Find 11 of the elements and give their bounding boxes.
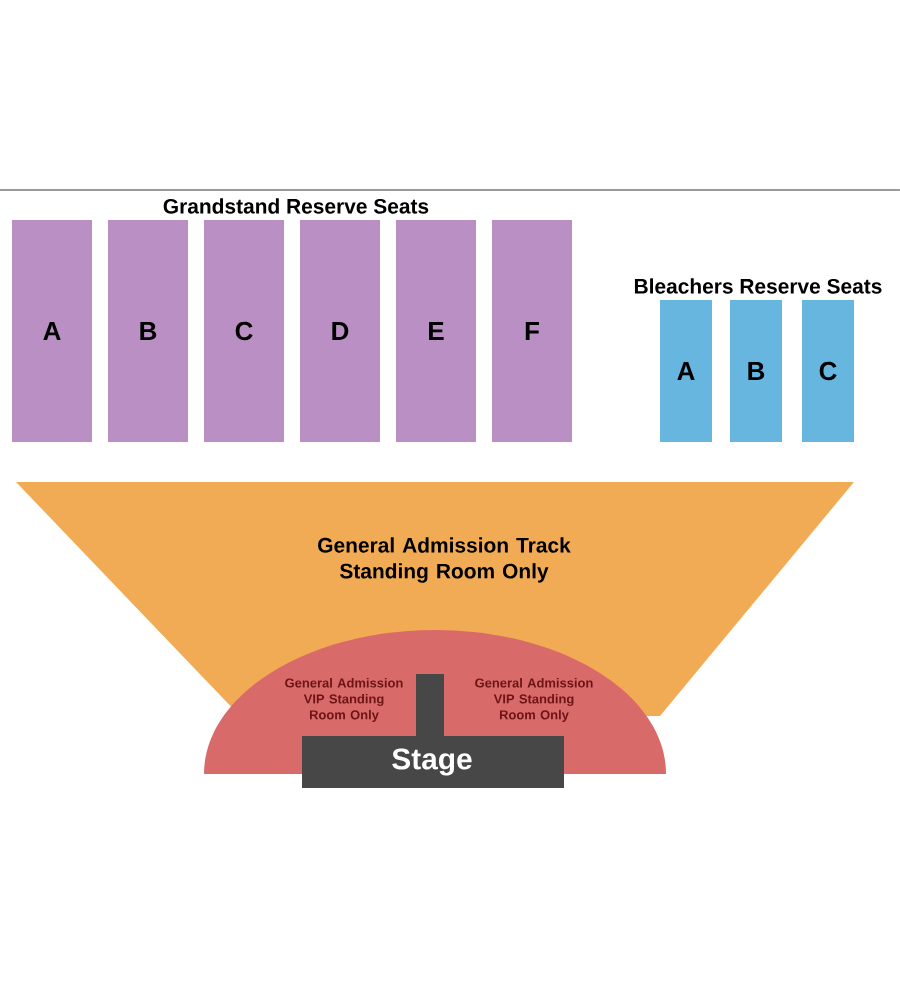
seating-section: B (108, 220, 188, 442)
seating-section: B (730, 300, 782, 442)
seating-section: E (396, 220, 476, 442)
section-heading: Grandstand Reserve Seats (163, 198, 429, 214)
seating-section: D (300, 220, 380, 442)
seating-section: F (492, 220, 572, 442)
seating-section: C (204, 220, 284, 442)
seating-section: C (802, 300, 854, 442)
section-heading: Bleachers Reserve Seats (634, 278, 882, 294)
seating-section: A (660, 300, 712, 442)
seating-section: A (12, 220, 92, 442)
